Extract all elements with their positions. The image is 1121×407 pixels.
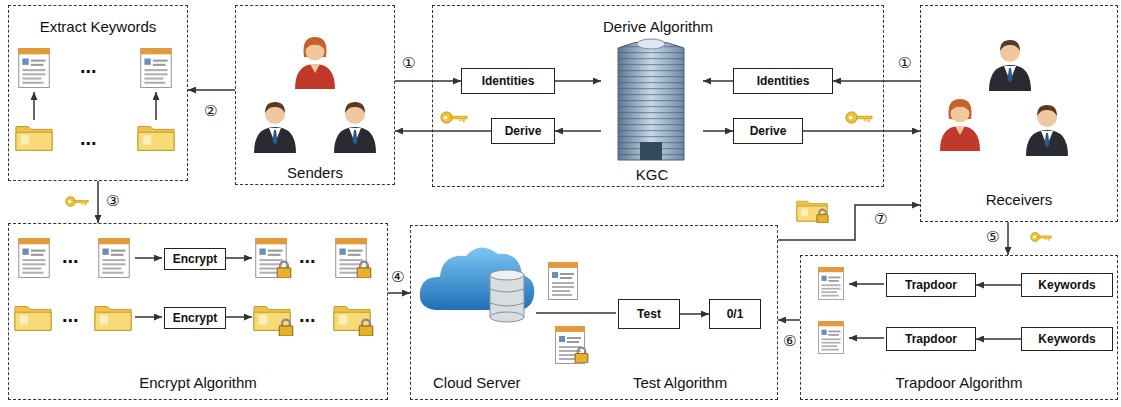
box-label: Trapdoor	[905, 332, 957, 346]
actor-panel: Senders	[235, 5, 395, 185]
panel-title: Cloud Server	[433, 374, 521, 391]
algorithm-panel: Derive AlgorithmIdentitiesKGC IdentitiesD…	[432, 5, 884, 187]
sender-people	[254, 37, 376, 153]
flow-arrow	[388, 292, 410, 294]
flow-arrow	[395, 130, 491, 132]
ellipsis: ...	[80, 128, 97, 148]
result-box: 0/1	[709, 299, 761, 329]
panel-title: Encrypt Algorithm	[9, 374, 387, 391]
flow-arrow	[680, 313, 709, 315]
algorithm-panel: Cloud Server Test Algorithm Test 0/1	[410, 225, 778, 400]
flow-arrow	[778, 319, 800, 321]
extract-icons	[16, 48, 174, 150]
panel-title: Derive Algorithm	[433, 18, 883, 35]
flow-arrow	[395, 80, 461, 82]
process-box: Test	[618, 299, 680, 329]
key-icon	[846, 112, 872, 123]
process-box: Encrypt	[164, 307, 226, 329]
process-box: Identities	[461, 68, 555, 94]
ellipsis: ...	[299, 246, 316, 266]
flow-arrow	[803, 130, 920, 132]
box-label: Trapdoor	[905, 278, 957, 292]
process-box: Trapdoor	[886, 273, 976, 297]
panel-title: Test Algorithm	[633, 374, 727, 391]
box-label: Derive	[750, 124, 787, 138]
algorithm-panel: Trapdoor AlgorithmTrapdoorKeywordsTrapdo…	[800, 255, 1118, 400]
process-box: Identities	[733, 68, 833, 94]
panel-title: Extract Keywords	[9, 18, 187, 35]
callout-number: ⑦	[874, 212, 887, 227]
process-box: Keywords	[1021, 273, 1113, 297]
kgc-node: KGC	[601, 36, 703, 184]
process-box: Trapdoor	[886, 327, 976, 351]
callout-number: ⑥	[783, 334, 796, 349]
algorithm-panel: Extract Keywords	[8, 5, 188, 181]
panel-title: Receivers	[921, 191, 1117, 208]
ellipsis: ...	[62, 305, 79, 325]
panel-title: Trapdoor Algorithm	[801, 374, 1117, 391]
callout-number: ①	[402, 56, 415, 71]
box-label: Keywords	[1038, 332, 1095, 346]
flow-arrow	[1007, 222, 1009, 255]
key-icon	[441, 112, 467, 123]
ellipsis: ...	[299, 305, 316, 325]
flow-arrow	[555, 80, 601, 82]
flow-arrow	[97, 181, 99, 223]
flow-arrow	[976, 284, 1021, 286]
process-box: Keywords	[1021, 327, 1113, 351]
flow-arrow	[976, 338, 1021, 340]
flow-arrow	[703, 130, 733, 132]
process-box: Derive	[733, 118, 803, 144]
callout-number: ③	[106, 194, 119, 209]
ellipsis: ...	[62, 246, 79, 266]
key-icon	[66, 197, 88, 207]
actor-panel: Receivers	[920, 5, 1118, 222]
flow-arrow	[555, 130, 601, 132]
receiver-people	[940, 40, 1068, 156]
flow-arrow	[778, 205, 920, 240]
process-box: Derive	[491, 118, 555, 144]
callout-number: ②	[204, 104, 217, 119]
panel-title: Senders	[236, 164, 394, 181]
box-label: Derive	[505, 124, 542, 138]
cloud-server-icon	[420, 247, 616, 363]
kgc-building	[618, 39, 684, 160]
ellipsis: ...	[80, 56, 97, 76]
flow-arrow	[703, 80, 733, 82]
callout-number: ①	[898, 56, 911, 71]
flow-arrow	[833, 80, 920, 82]
callout-number: ⑤	[986, 230, 999, 245]
box-label: Encrypt	[173, 311, 218, 325]
callout-number: ④	[391, 270, 404, 285]
process-box: Encrypt	[164, 248, 226, 270]
trapdoor-icons	[818, 267, 884, 354]
key-icon	[1031, 233, 1052, 242]
box-label: Identities	[482, 74, 535, 88]
box-label: Identities	[757, 74, 810, 88]
box-label: Encrypt	[173, 252, 218, 266]
panel-title: KGC	[601, 166, 703, 183]
box-label: Keywords	[1038, 278, 1095, 292]
box-label: 0/1	[727, 307, 744, 321]
flow-arrow	[188, 89, 235, 91]
encrypt-icons	[15, 238, 373, 336]
box-label: Test	[637, 307, 661, 321]
lock-icon	[817, 209, 828, 222]
